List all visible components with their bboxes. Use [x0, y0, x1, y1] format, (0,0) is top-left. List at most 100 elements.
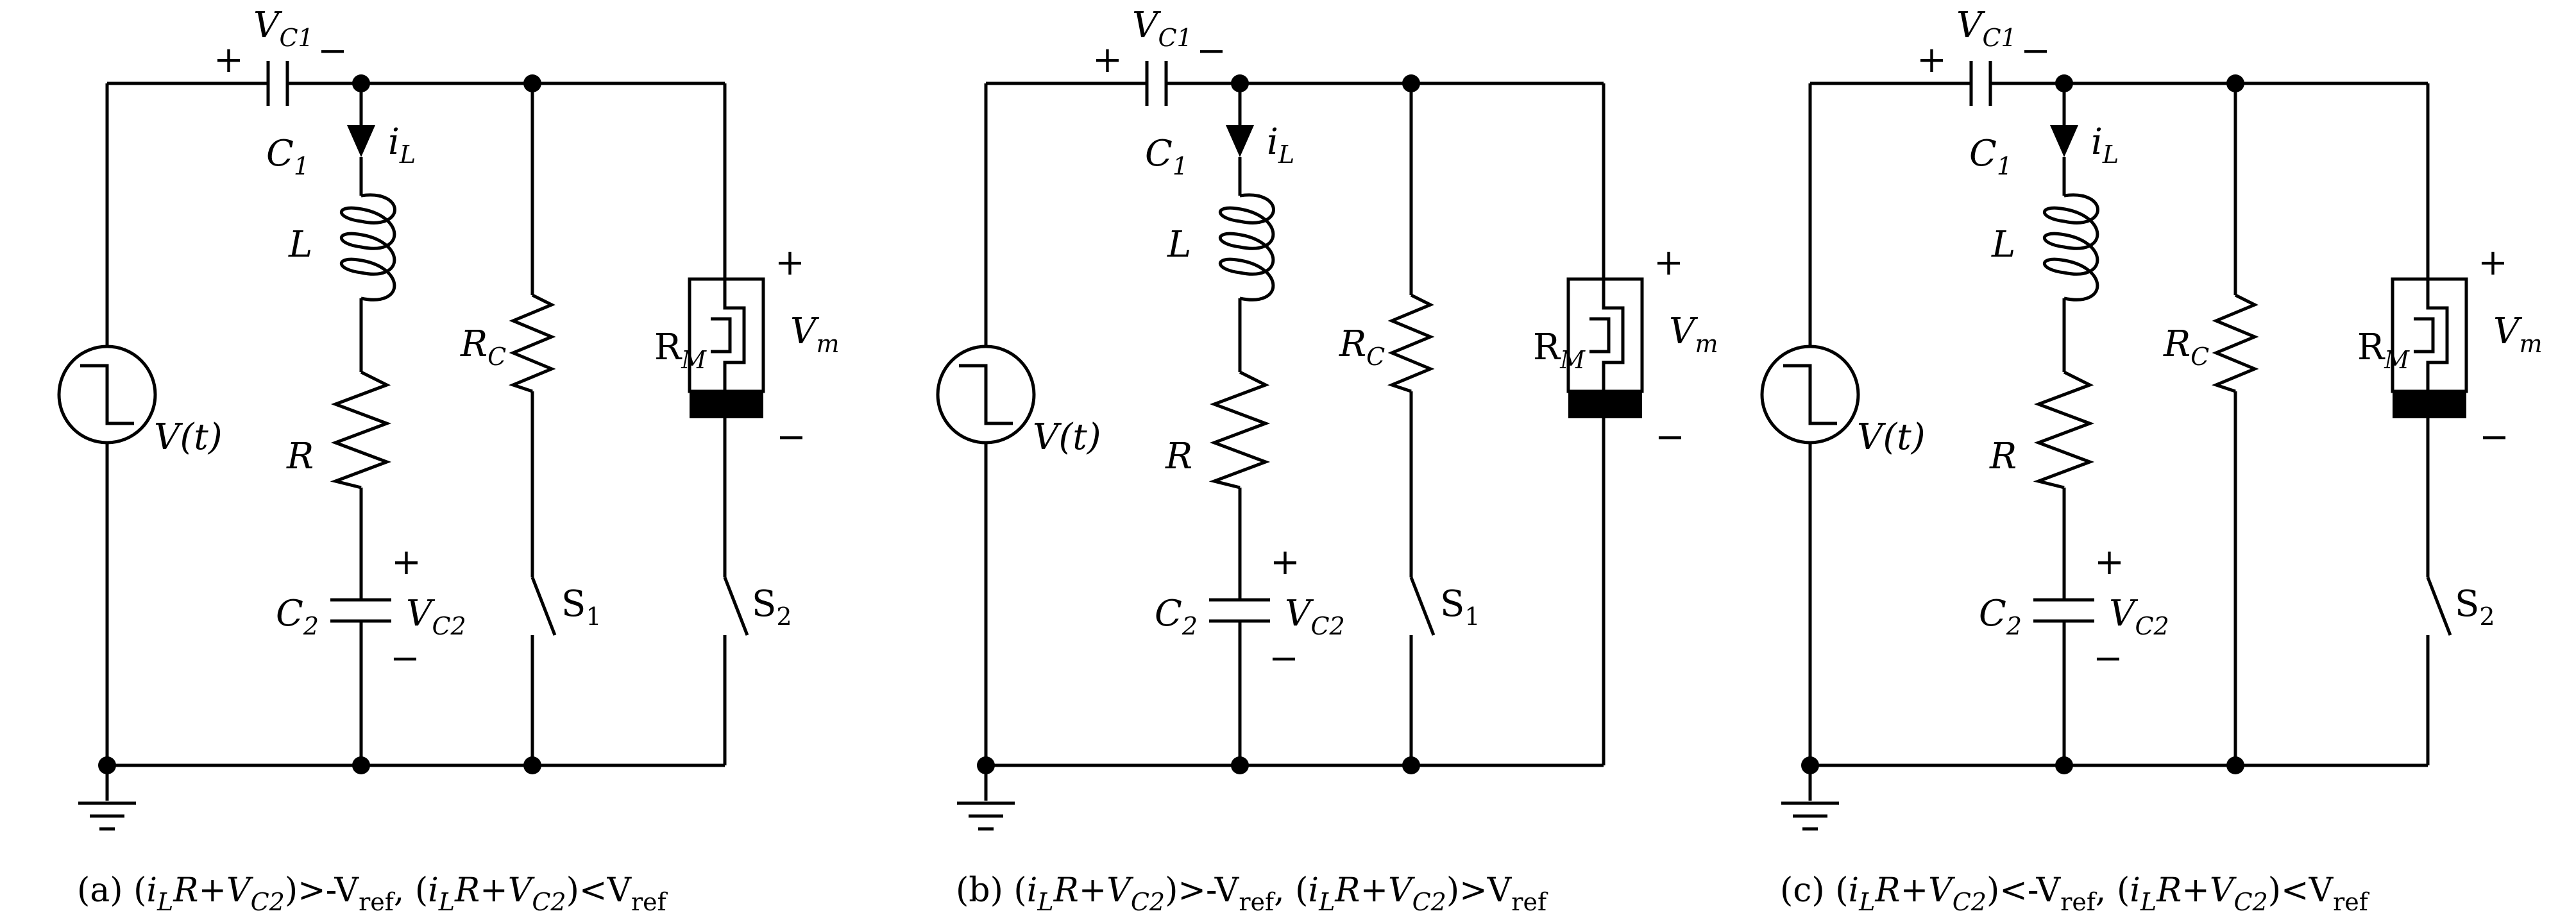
c2-plus-sign: +	[2094, 541, 2124, 583]
resistor-rc	[2211, 293, 2259, 393]
c1-label: C1	[1145, 133, 1188, 180]
s2-switch-blade	[723, 577, 749, 636]
square-wave-icon	[959, 364, 1013, 425]
square-wave-icon	[80, 364, 134, 425]
s2-label: S2	[2455, 583, 2495, 631]
junction-top-l	[352, 74, 370, 92]
c2-minus-sign: −	[1269, 638, 1299, 679]
rc-label: RC	[2163, 323, 2209, 371]
junction-top-l	[1231, 74, 1249, 92]
inductor-coil	[1218, 193, 1275, 302]
memristor-trace	[1602, 279, 1625, 391]
junction-top-rc	[1402, 74, 1420, 92]
memristor-trace	[723, 279, 746, 391]
c2-plus-sign: +	[1270, 541, 1300, 583]
junction-top-rc	[2226, 74, 2244, 92]
junction-top-l	[2055, 74, 2073, 92]
vc1-label: VC1	[1132, 4, 1192, 52]
vm-minus-sign: −	[776, 416, 806, 458]
vm-label: Vm	[790, 311, 840, 358]
resistor-label: R	[1165, 436, 1192, 477]
memristor-trace	[2426, 279, 2449, 391]
resistor-rc	[508, 293, 556, 393]
c1-minus-sign: −	[318, 30, 348, 72]
inductor-label: L	[288, 224, 312, 266]
junction-bottom-rc	[523, 756, 541, 774]
vc1-label: VC1	[1956, 4, 2017, 52]
caption-c: (c) (iLR+VC2)<-Vref, (iLR+VC2)<Vref	[1780, 871, 2370, 911]
rm-label: RM	[1533, 327, 1586, 374]
junction-bottom-rc	[2226, 756, 2244, 774]
current-arrow-icon	[2050, 125, 2078, 157]
resistor-label: R	[1989, 436, 2017, 477]
junction-top-rc	[523, 74, 541, 92]
s2-switch-blade	[2426, 577, 2452, 636]
junction-bottom-source	[977, 756, 995, 774]
c1-plus-sign: +	[1092, 39, 1123, 81]
current-arrow-icon	[1226, 125, 1254, 157]
inductor-coil	[339, 193, 396, 302]
memristor-band	[2393, 391, 2466, 418]
inductor-coil	[2042, 193, 2099, 302]
caption-a: (a) (iLR+VC2)>-Vref, (iLR+VC2)<Vref	[77, 871, 668, 911]
rc-label: RC	[460, 323, 506, 371]
c2-minus-sign: −	[390, 638, 420, 679]
c1-minus-sign: −	[2021, 30, 2051, 72]
resistor-label: R	[286, 436, 314, 477]
s1-label: S1	[561, 583, 602, 631]
vm-minus-sign: −	[1655, 416, 1685, 458]
square-wave-icon	[1783, 364, 1837, 425]
resistor-rc	[1387, 293, 1435, 393]
vm-label: Vm	[2493, 311, 2543, 358]
resistor-r	[330, 370, 392, 490]
inductor-label: L	[1991, 224, 2015, 266]
vm-label: Vm	[1669, 311, 1718, 358]
s1-switch-blade	[530, 577, 557, 636]
rc-label: RC	[1339, 323, 1385, 371]
c2-label: C2	[1155, 593, 1198, 640]
rm-label: RM	[654, 327, 707, 374]
caption-b: (b) (iLR+VC2)>-Vref, (iLR+VC2)>Vref	[956, 871, 1548, 911]
vm-plus-sign: +	[1654, 242, 1684, 284]
resistor-r	[1208, 370, 1271, 490]
s1-label: S1	[1440, 583, 1480, 631]
junction-bottom-l	[352, 756, 370, 774]
current-arrow-icon	[347, 125, 375, 157]
junction-bottom-l	[2055, 756, 2073, 774]
vc2-label: VC2	[1285, 593, 1345, 640]
c1-minus-sign: −	[1196, 30, 1226, 72]
memristor-inner	[711, 317, 732, 353]
c1-plus-sign: +	[1917, 39, 1947, 81]
vm-plus-sign: +	[2478, 242, 2508, 284]
c2-plus-sign: +	[391, 541, 421, 583]
inductor-label: L	[1167, 224, 1191, 266]
junction-bottom-rc	[1402, 756, 1420, 774]
junction-bottom-source	[1801, 756, 1819, 774]
vm-plus-sign: +	[775, 242, 805, 284]
rm-label: RM	[2357, 327, 2410, 374]
source-label: V(t)	[154, 416, 223, 458]
vc2-label: VC2	[2109, 593, 2169, 640]
c2-label: C2	[276, 593, 319, 640]
source-label: V(t)	[1857, 416, 1926, 458]
c1-label: C1	[266, 133, 309, 180]
junction-bottom-source	[98, 756, 116, 774]
c2-minus-sign: −	[2093, 638, 2123, 679]
current-label: iL	[388, 121, 416, 169]
source-label: V(t)	[1033, 416, 1101, 458]
current-label: iL	[2091, 121, 2119, 169]
c1-label: C1	[1969, 133, 2012, 180]
memristor-inner	[2414, 317, 2435, 353]
memristor-band	[690, 391, 763, 418]
s2-label: S2	[752, 583, 792, 631]
s1-switch-blade	[1409, 577, 1436, 636]
memristor-band	[1568, 391, 1642, 418]
vm-minus-sign: −	[2479, 416, 2509, 458]
current-label: iL	[1267, 121, 1294, 169]
resistor-r	[2033, 370, 2095, 490]
memristor-inner	[1589, 317, 1611, 353]
junction-bottom-l	[1231, 756, 1249, 774]
